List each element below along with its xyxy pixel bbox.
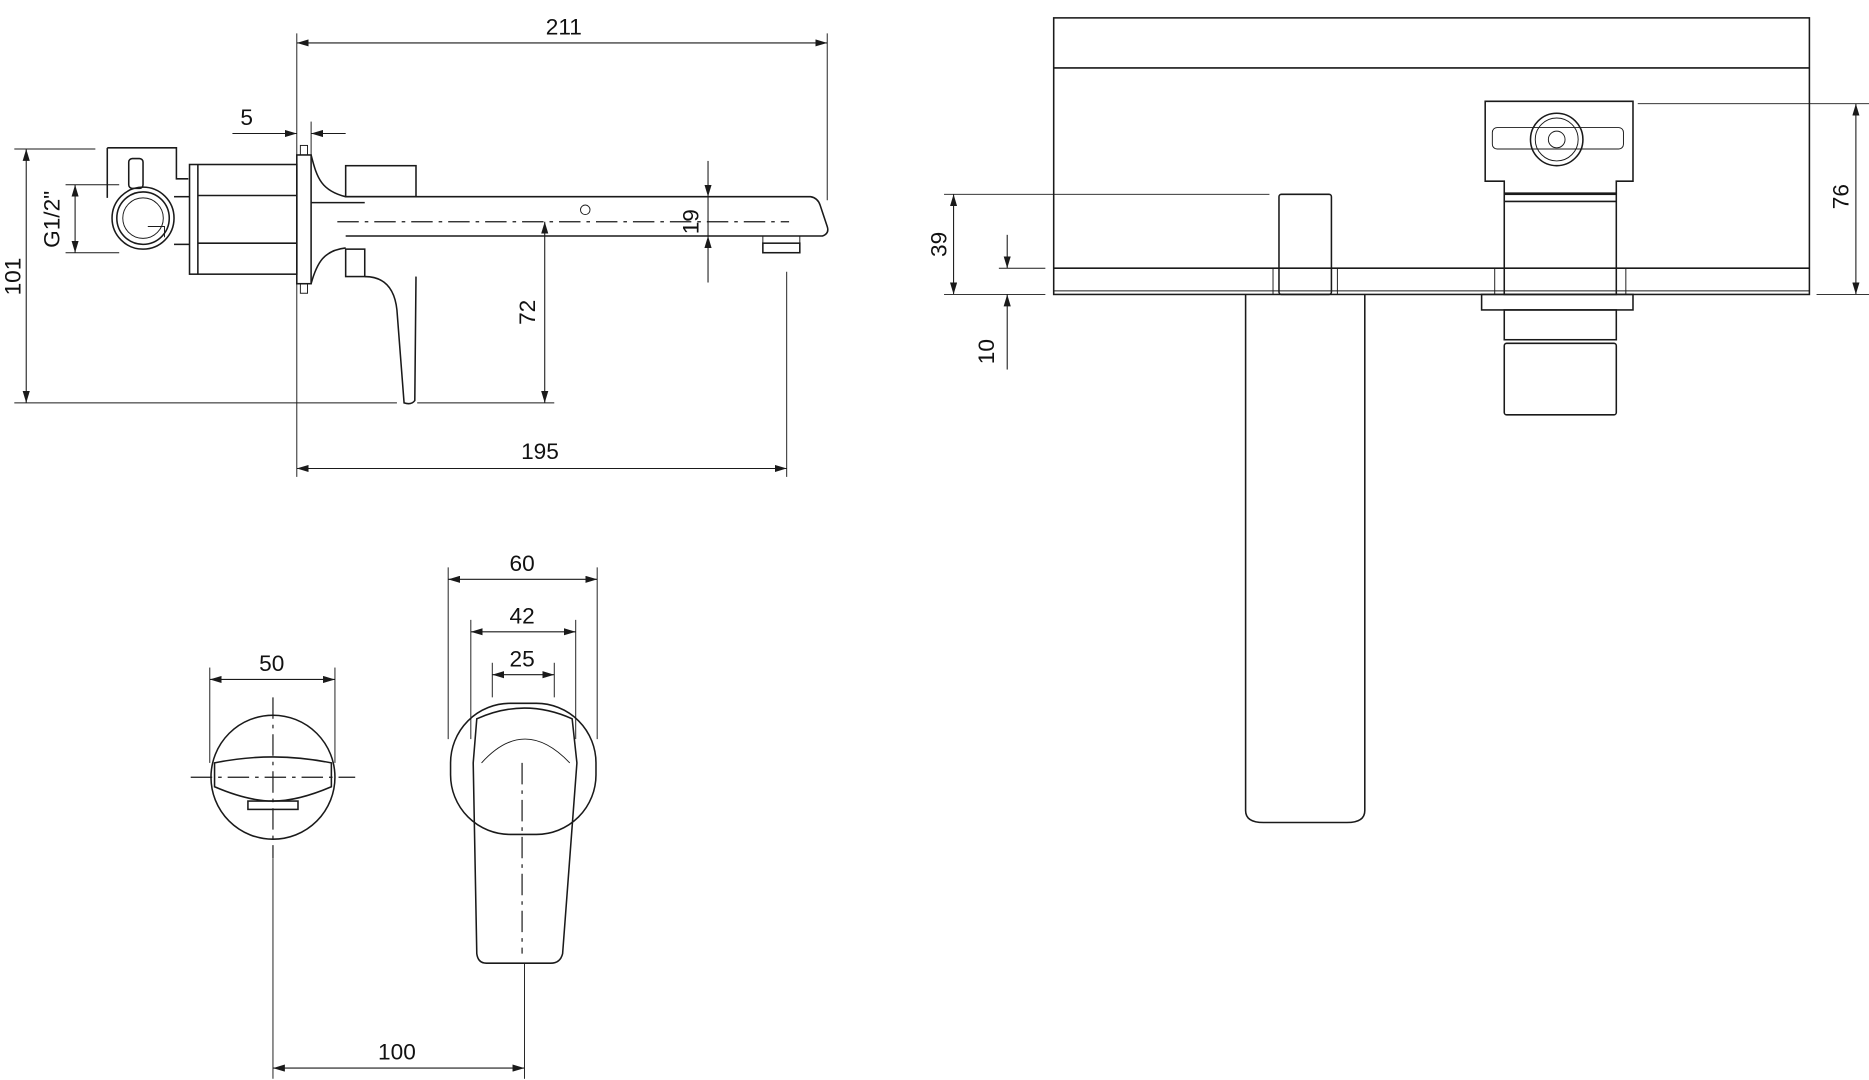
inlet-fitting-top: [1484, 100, 1634, 194]
lever-hub: [344, 164, 417, 198]
valve-body: [188, 163, 298, 275]
dim-60: 60: [509, 551, 534, 576]
lever-handle: [364, 275, 417, 405]
dim-10: 10: [974, 339, 999, 364]
dim-211: 211: [546, 15, 582, 40]
dim-5: 5: [240, 105, 253, 130]
dim-25: 25: [509, 646, 534, 671]
dim-g12: G1/2": [40, 191, 65, 248]
dim-39: 39: [926, 232, 951, 257]
dim-72: 72: [515, 300, 540, 325]
spout-front-view: 50: [190, 651, 356, 1079]
dim-101: 101: [0, 258, 25, 296]
mounting-bracket: [106, 147, 189, 198]
spout-top: [1244, 294, 1366, 824]
lever-stem: [1278, 193, 1333, 296]
bracket-slot: [127, 157, 144, 190]
inlet-fitting: [111, 186, 175, 250]
side-view: 211 5 101 G1/2" 19 72 195: [0, 15, 829, 477]
dim-195: 195: [521, 439, 559, 464]
top-view: 39 10 76: [926, 17, 1869, 824]
aerator: [762, 242, 801, 254]
wall-plate: [296, 154, 312, 285]
dim-19: 19: [678, 209, 703, 234]
spout: [345, 195, 829, 237]
wall-box: [1052, 17, 1811, 296]
dim-100: 100: [378, 1040, 416, 1065]
dim-42: 42: [509, 603, 534, 628]
cartridge-knob: [1503, 342, 1618, 416]
dim-76: 76: [1829, 184, 1854, 209]
valve-body-top: [1503, 193, 1618, 296]
lever-front-view: 60 42 25 100: [272, 551, 598, 1079]
dim-50: 50: [259, 651, 284, 676]
